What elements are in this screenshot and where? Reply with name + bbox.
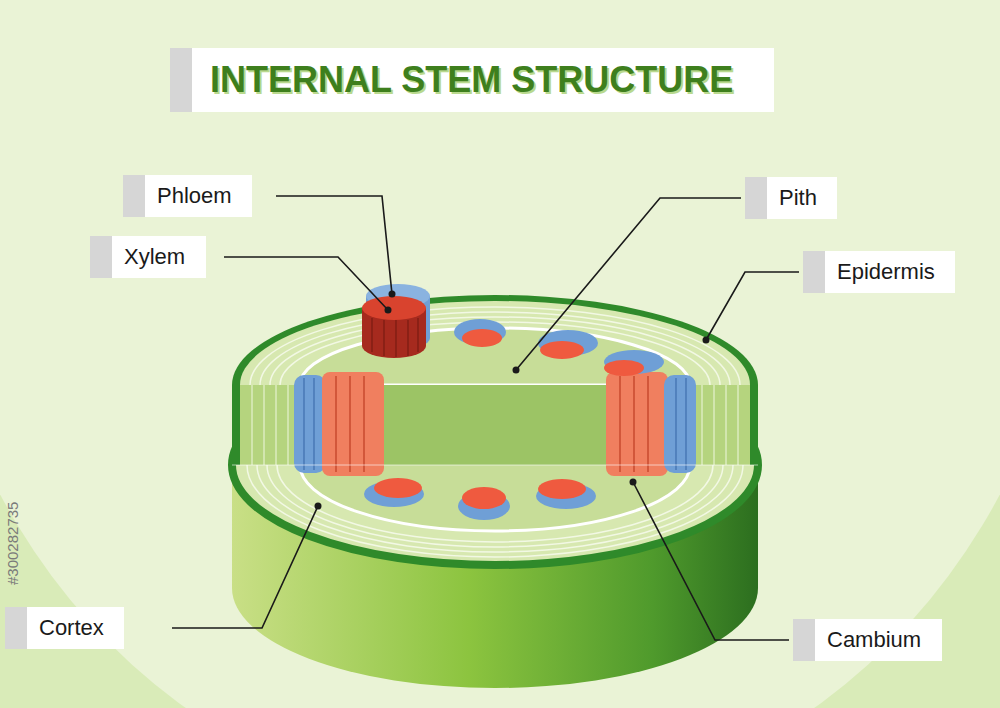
upper-top-surface — [240, 301, 750, 385]
tab — [90, 236, 112, 278]
protruding-bundle — [362, 284, 430, 358]
part-label: Phloem — [157, 183, 232, 209]
tab — [5, 607, 27, 649]
tab — [745, 177, 767, 219]
part-label: Cortex — [39, 615, 104, 641]
label-box: Cortex — [5, 607, 124, 649]
leader-lines — [172, 196, 799, 640]
label-box: Cambium — [793, 619, 942, 661]
title-text: INTERNAL STEM STRUCTURE — [210, 59, 733, 101]
part-label: Epidermis — [837, 259, 935, 285]
watermark-number: #300282735 — [4, 502, 21, 585]
upper-rings — [250, 307, 740, 385]
part-label: Xylem — [124, 244, 185, 270]
part-label: Pith — [779, 185, 817, 211]
title-box: INTERNAL STEM STRUCTURE — [170, 48, 774, 112]
part-label: Cambium — [827, 627, 921, 653]
label-box: Pith — [745, 177, 837, 219]
tab — [170, 48, 192, 112]
leader-dots — [315, 291, 710, 510]
lower-top-surface — [232, 365, 758, 565]
tab — [793, 619, 815, 661]
label-box: Epidermis — [803, 251, 955, 293]
label-box: Xylem — [90, 236, 206, 278]
tab — [803, 251, 825, 293]
label-box: Phloem — [123, 175, 252, 217]
tab — [123, 175, 145, 217]
cut-bundles — [294, 372, 696, 476]
